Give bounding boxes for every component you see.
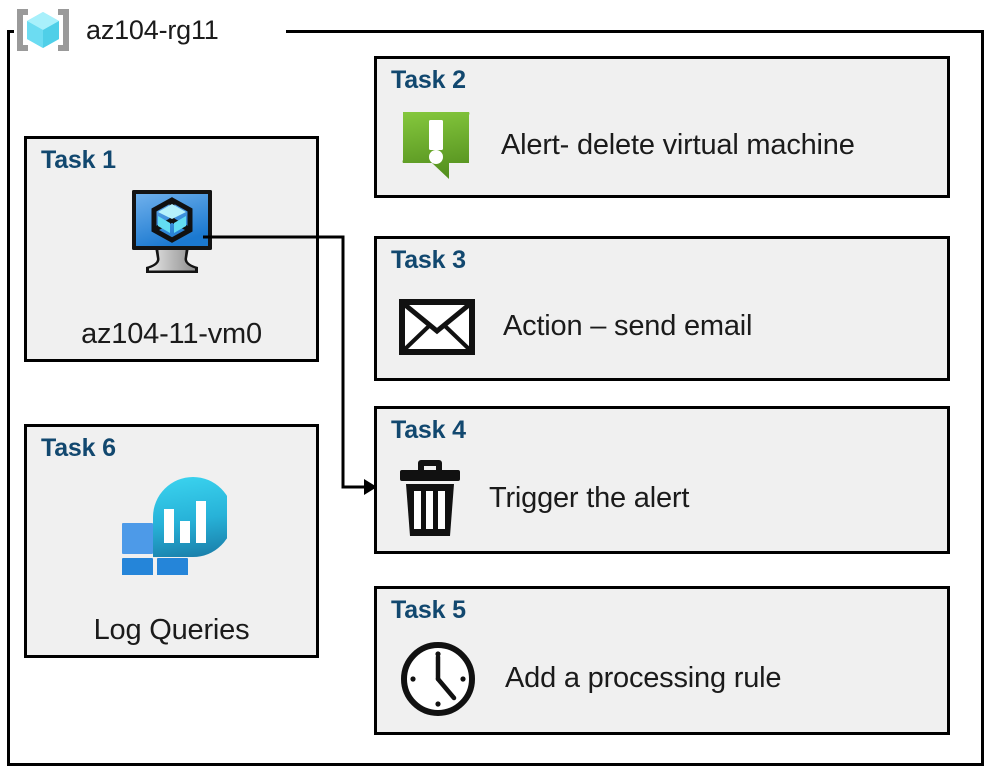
task1-caption: az104-11-vm0 <box>81 318 262 350</box>
task3-caption: Action – send email <box>503 310 753 342</box>
task4-caption: Trigger the alert <box>489 481 690 514</box>
task1-body: az104-11-vm0 <box>27 185 316 351</box>
resource-group-name: az104-rg11 <box>86 14 219 45</box>
task4-label: Task 4 <box>391 416 466 444</box>
virtual-machine-icon <box>124 185 220 279</box>
task3-body: Action – send email <box>399 281 939 372</box>
task3-card[interactable]: Task 3 Action – send email <box>374 236 950 381</box>
task5-card[interactable]: Task 5 Add a processing rule <box>374 586 950 735</box>
azure-resource-group-icon <box>14 6 72 54</box>
task4-body: Trigger the alert <box>399 451 939 545</box>
task6-caption: Log Queries <box>93 614 250 646</box>
resource-group-label-mask <box>14 18 286 44</box>
task3-label: Task 3 <box>391 246 466 274</box>
trash-bin-icon <box>399 458 461 538</box>
task5-label: Task 5 <box>391 596 466 624</box>
envelope-icon <box>399 298 475 355</box>
alert-exclamation-icon <box>399 107 473 183</box>
task5-body: Add a processing rule <box>399 631 939 726</box>
task1-card[interactable]: Task 1 <box>24 136 319 362</box>
resource-group-header: az104-rg11 <box>14 4 219 56</box>
task6-body: Log Queries <box>27 473 316 647</box>
task2-card[interactable]: Task 2 Alert- delete virtual machine <box>374 56 950 198</box>
task4-card[interactable]: Task 4 Trigger the alert <box>374 406 950 554</box>
log-analytics-icon <box>117 473 227 575</box>
task1-label: Task 1 <box>41 146 116 174</box>
task6-card[interactable]: Task 6 <box>24 424 319 658</box>
resource-group-container <box>7 30 984 766</box>
task6-label: Task 6 <box>41 434 116 462</box>
task2-caption: Alert- delete virtual machine <box>501 128 855 161</box>
task2-body: Alert- delete virtual machine <box>399 101 939 189</box>
task5-caption: Add a processing rule <box>505 662 782 694</box>
clock-icon <box>399 640 477 718</box>
task2-label: Task 2 <box>391 66 466 94</box>
